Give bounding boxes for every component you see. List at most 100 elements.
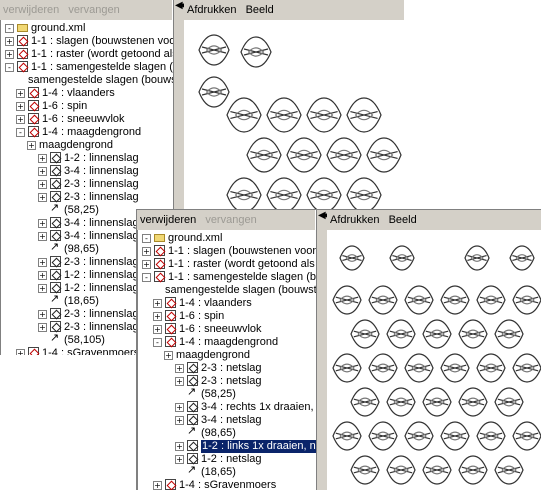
tree-node-label: 2-3 : linnenslag (64, 191, 139, 203)
arrow-icon (50, 332, 61, 345)
expand-icon[interactable]: + (38, 232, 47, 241)
expand-icon[interactable]: + (175, 442, 184, 451)
expand-icon[interactable]: + (5, 37, 14, 46)
lace-motif (476, 285, 506, 315)
lace-motif (368, 353, 398, 383)
tree-node-label: 1-6 : spin (179, 310, 225, 322)
collapse-arrows-icon[interactable]: ◀◀ (175, 0, 188, 11)
expand-icon[interactable]: + (16, 102, 25, 111)
tree-node-label: 3-4 : rechts 1x draaien, netslag (201, 401, 353, 413)
tree-node-label: 3-4 : linnenslag (64, 217, 139, 229)
front-tree-view[interactable]: -ground.xml+1-1 : slagen (bouwstenen voo… (137, 230, 369, 490)
front-image-menu[interactable]: Beeld (388, 214, 417, 226)
lace-motif (266, 97, 302, 133)
expand-icon[interactable]: + (27, 141, 36, 150)
front-print-menu[interactable]: Afdrukken (330, 214, 380, 226)
expand-icon[interactable]: + (142, 247, 151, 256)
expand-icon[interactable]: + (16, 89, 25, 98)
expand-icon[interactable]: + (164, 351, 173, 360)
expand-icon[interactable]: + (175, 455, 184, 464)
collapse-icon[interactable]: - (16, 128, 25, 137)
pattern-icon (17, 48, 28, 59)
lace-motif (440, 285, 470, 315)
expand-icon[interactable]: + (153, 299, 162, 308)
front-right-toolbar: Afdrukken Beeld (327, 210, 541, 231)
stitch-icon (187, 362, 198, 373)
lace-motif (458, 387, 488, 417)
expand-icon[interactable]: + (175, 416, 184, 425)
lace-motif (198, 76, 230, 108)
pattern-icon (28, 113, 39, 124)
pattern-icon (165, 323, 176, 334)
lace-motif (339, 245, 365, 271)
tree-node-label: 2-3 : linnenslag (64, 321, 139, 333)
expand-icon[interactable]: + (38, 167, 47, 176)
lace-motif (368, 285, 398, 315)
tree-node-label: maagdengrond (176, 349, 251, 361)
back-image-menu[interactable]: Beeld (245, 4, 274, 16)
lace-motif (494, 387, 524, 417)
lace-motif (512, 285, 541, 315)
expand-icon[interactable]: + (153, 325, 162, 334)
back-replace-button[interactable]: vervangen (68, 4, 120, 16)
lace-motif (494, 319, 524, 349)
expand-icon[interactable]: + (38, 180, 47, 189)
expand-icon[interactable]: + (175, 403, 184, 412)
lace-motif (464, 245, 490, 271)
expand-icon[interactable]: + (38, 219, 47, 228)
tree-node-label: (98,65) (64, 243, 99, 255)
pattern-icon (28, 100, 39, 111)
expand-icon[interactable]: + (38, 284, 47, 293)
expand-icon[interactable]: + (175, 364, 184, 373)
lace-motif (226, 97, 262, 133)
pattern-icon (165, 336, 176, 347)
expand-icon[interactable]: + (38, 258, 47, 267)
collapse-icon[interactable]: - (5, 63, 14, 72)
stitch-icon (187, 375, 198, 386)
lace-motif (332, 285, 362, 315)
expand-icon[interactable]: + (16, 115, 25, 124)
lace-motif (226, 177, 262, 213)
back-print-menu[interactable]: Afdrukken (187, 4, 237, 16)
expand-icon[interactable]: + (142, 260, 151, 269)
expand-icon[interactable]: + (175, 377, 184, 386)
expand-icon[interactable]: + (38, 154, 47, 163)
lace-motif (350, 319, 380, 349)
lace-motif (266, 177, 302, 213)
front-replace-button[interactable]: vervangen (205, 214, 257, 226)
tree-node-label: 2-3 : linnenslag (64, 308, 139, 320)
pattern-icon (28, 347, 39, 355)
tree-node-label: 1-2 : linnenslag (64, 269, 139, 281)
pattern-icon (17, 35, 28, 46)
pattern-icon (154, 258, 165, 269)
tree-node-label: 1-4 : maagdengrond (42, 126, 142, 138)
tree-node-label: 1-4 : sGravenmoers (42, 347, 140, 355)
expand-icon[interactable]: + (5, 50, 14, 59)
expand-icon[interactable]: + (16, 349, 25, 355)
arrow-icon (187, 386, 198, 399)
tree-node-label: (58,25) (201, 388, 236, 400)
lace-motif (440, 421, 470, 451)
pattern-icon (165, 297, 176, 308)
collapse-arrows-icon[interactable]: ◀◀ (318, 210, 331, 221)
expand-icon[interactable]: + (38, 193, 47, 202)
front-delete-button[interactable]: verwijderen (140, 214, 197, 226)
expand-icon[interactable]: + (153, 312, 162, 321)
collapse-icon[interactable]: - (153, 338, 162, 347)
lace-motif (386, 387, 416, 417)
front-lace-preview[interactable] (327, 230, 541, 490)
collapse-icon[interactable]: - (5, 24, 14, 33)
expand-icon[interactable]: + (38, 310, 47, 319)
lace-motif (366, 137, 402, 173)
collapse-icon[interactable]: - (142, 273, 151, 282)
pattern-icon (165, 479, 176, 490)
collapse-icon[interactable]: - (142, 234, 151, 243)
back-delete-button[interactable]: verwijderen (3, 4, 60, 16)
tree-node-label: 1-6 : sneeuwvlok (179, 323, 262, 335)
expand-icon[interactable]: + (38, 323, 47, 332)
stitch-icon (50, 256, 61, 267)
lace-motif (440, 353, 470, 383)
tree-node-label: 1-6 : spin (42, 100, 88, 112)
stitch-icon (187, 453, 198, 464)
expand-icon[interactable]: + (38, 271, 47, 280)
